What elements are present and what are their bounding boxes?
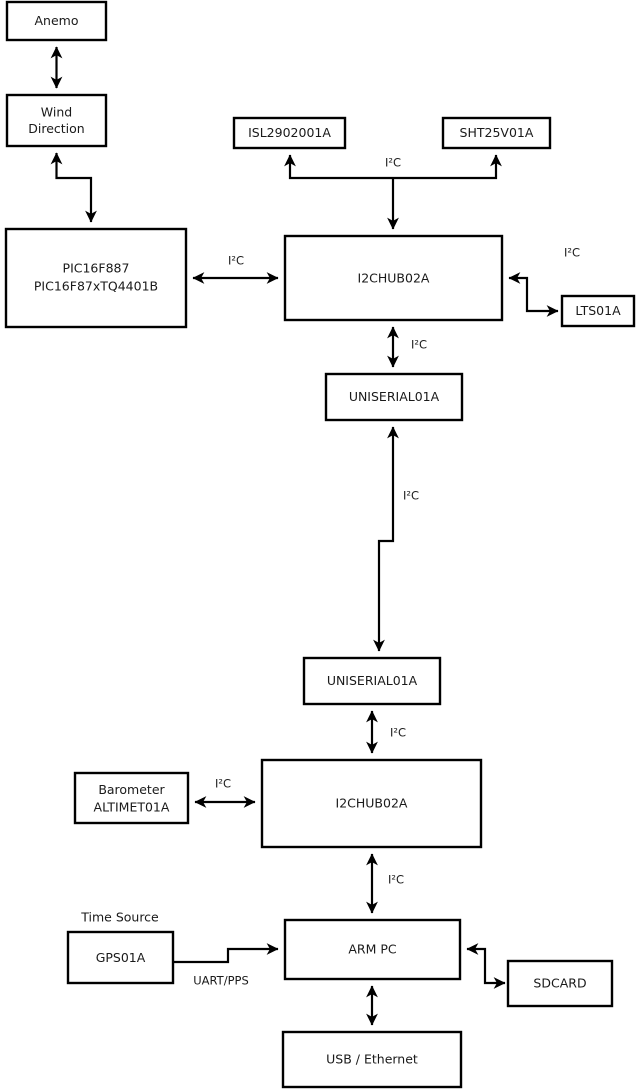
isl2902001a-label: ISL2902001A [248, 125, 331, 140]
sdcard-label: SDCARD [533, 976, 586, 991]
uniserial01a-top-label: UNISERIAL01A [349, 389, 440, 404]
node-i2chub02a-bottom[interactable]: I2CHUB02A [260, 758, 483, 849]
edge-label-uniserial-link: I²C [403, 489, 419, 503]
usb-ethernet-label: USB / Ethernet [326, 1052, 418, 1067]
edge-label-sensors-bus: I²C [385, 156, 401, 170]
edge-label-hub-to-armpc: I²C [388, 873, 404, 887]
uniserial01a-top-box[interactable] [324, 372, 464, 422]
node-arm-pc[interactable]: ARM PC [283, 918, 462, 981]
sht25v01a-box[interactable] [441, 116, 552, 150]
connector-wind-direction-to-pic [50, 152, 97, 223]
node-sdcard[interactable]: SDCARD [506, 959, 614, 1008]
anemo-label: Anemo [35, 13, 79, 28]
gps01a-box[interactable] [66, 930, 175, 985]
edge-label-gps-to-armpc: UART/PPS [193, 974, 249, 988]
pic-box[interactable] [4, 227, 188, 329]
connector-gps-to-armpc [173, 943, 279, 964]
node-i2chub02a-top[interactable]: I2CHUB02A [283, 234, 504, 322]
pic-label-line2: PIC16F87xTQ4401B [34, 279, 158, 294]
node-uniserial01a-top[interactable]: UNISERIAL01A [324, 372, 464, 422]
node-anemo[interactable]: Anemo [5, 0, 108, 42]
gps01a-label: GPS01A [96, 950, 146, 965]
sdcard-box[interactable] [506, 959, 614, 1008]
node-uniserial01a-bottom[interactable]: UNISERIAL01A [302, 656, 442, 706]
barometer-label-line2: ALTIMET01A [94, 800, 170, 815]
lts01a-box[interactable] [560, 294, 636, 328]
edge-label-uniserial-bottom-to-hub: I²C [390, 726, 406, 740]
lts01a-label: LTS01A [575, 303, 621, 318]
wind-direction-label-line2: Direction [28, 121, 84, 136]
connector-armpc-to-sdcard [466, 943, 506, 989]
node-isl2902001a[interactable]: ISL2902001A [232, 116, 347, 150]
node-wind-direction[interactable]: Wind Direction [5, 93, 108, 148]
node-lts01a[interactable]: LTS01A [560, 294, 636, 328]
wind-direction-label-line1: Wind [41, 105, 72, 120]
node-pic-mcu[interactable]: PIC16F887 PIC16F87xTQ4401B [4, 227, 188, 329]
wind-direction-box[interactable] [5, 93, 108, 148]
time-source-label: Time Source [80, 910, 159, 925]
sht25v01a-label: SHT25V01A [460, 125, 534, 140]
node-sht25v01a[interactable]: SHT25V01A [441, 116, 552, 150]
i2chub02a-bottom-box[interactable] [260, 758, 483, 849]
barometer-label-line1: Barometer [98, 782, 165, 797]
edge-label-barometer-to-hub: I²C [215, 777, 231, 791]
edge-label-hub-to-lts: I²C [564, 246, 580, 260]
edge-label-hub-to-uniserial-top: I²C [411, 338, 427, 352]
uniserial01a-bottom-box[interactable] [302, 656, 442, 706]
usb-ethernet-box[interactable] [281, 1030, 463, 1089]
node-barometer[interactable]: Barometer ALTIMET01A [73, 771, 190, 825]
isl2902001a-box[interactable] [232, 116, 347, 150]
edge-label-pic-to-hub: I²C [228, 254, 244, 268]
anemo-box[interactable] [5, 0, 108, 42]
i2chub02a-bottom-label: I2CHUB02A [336, 796, 408, 811]
connector-hub-to-lts [508, 272, 559, 317]
arm-pc-box[interactable] [283, 918, 462, 981]
i2chub02a-top-box[interactable] [283, 234, 504, 322]
node-usb-ethernet[interactable]: USB / Ethernet [281, 1030, 463, 1089]
pic-label-line1: PIC16F887 [63, 261, 130, 276]
arm-pc-label: ARM PC [348, 942, 397, 957]
connector-uniserial-link [373, 426, 399, 652]
node-gps01a[interactable]: GPS01A [66, 930, 175, 985]
i2chub02a-top-label: I2CHUB02A [358, 271, 430, 286]
barometer-box[interactable] [73, 771, 190, 825]
uniserial01a-bottom-label: UNISERIAL01A [327, 673, 418, 688]
